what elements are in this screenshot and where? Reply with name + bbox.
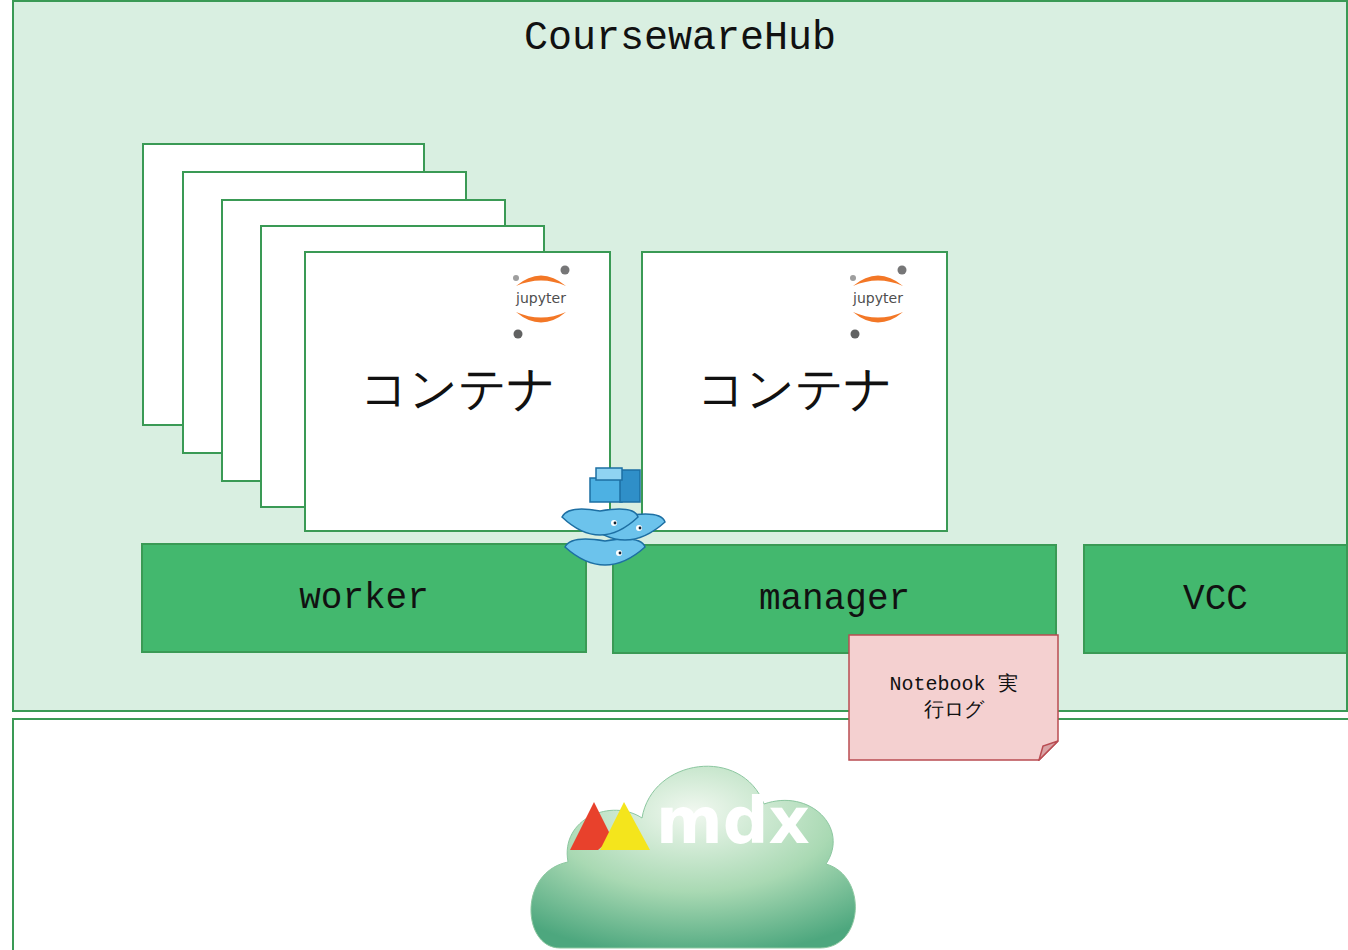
worker-node: worker: [141, 543, 587, 653]
container-label: コンテナ: [304, 357, 611, 421]
node-label: VCC: [1183, 579, 1248, 620]
system-title: CoursewareHub: [12, 16, 1348, 61]
vcc-node: VCC: [1083, 544, 1348, 654]
note-text: Notebook 実行ログ: [889, 672, 1019, 724]
container-box: jupyter コンテナ: [641, 251, 948, 532]
node-label: worker: [299, 578, 429, 619]
hub-ground: [12, 0, 1348, 712]
cloud-label: mdx: [656, 784, 810, 858]
note-shape: [848, 634, 1059, 761]
cloud-shape: mdx: [520, 752, 860, 950]
container-label: コンテナ: [641, 357, 948, 421]
system-band: jupyter コンテナ jupyter コンテナ worker manager VCC Co…: [12, 0, 1348, 712]
container-box: jupyter コンテナ: [304, 251, 611, 532]
node-label: manager: [759, 579, 910, 620]
logo-label: jupyter: [851, 289, 905, 307]
logo-label: jupyter: [514, 289, 568, 307]
log-note: Notebook 実行ログ: [848, 634, 1059, 761]
cloud-panel: [13, 719, 1348, 950]
